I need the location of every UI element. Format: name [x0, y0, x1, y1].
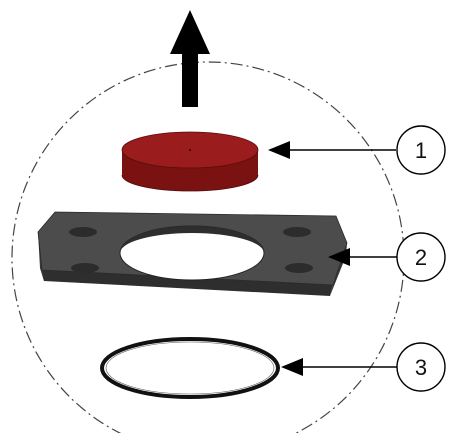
callout-3: 3 [281, 342, 446, 392]
mounting-plate-part [37, 211, 348, 296]
o-ring-part [100, 337, 280, 399]
red-disc-part [121, 131, 259, 192]
callout-2: 2 [328, 232, 446, 282]
callout-1-label: 1 [415, 138, 427, 163]
callout-3-label: 3 [415, 355, 427, 380]
callout-2-label: 2 [415, 245, 427, 270]
up-arrow-icon [170, 10, 210, 107]
callout-1: 1 [268, 125, 446, 175]
